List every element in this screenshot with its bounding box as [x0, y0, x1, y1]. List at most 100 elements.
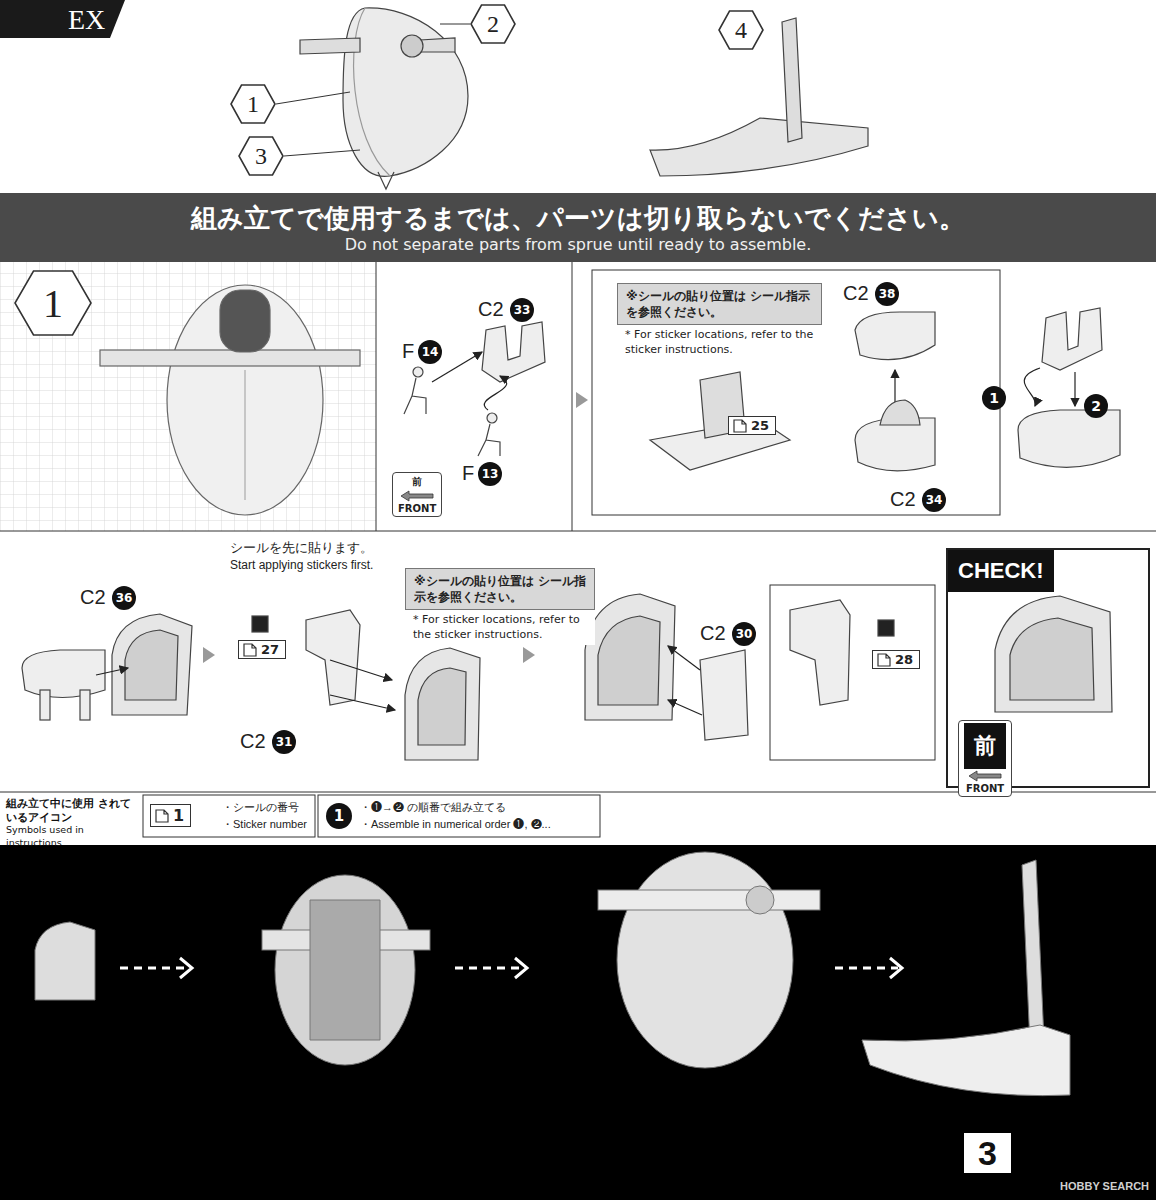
callout-number: 4 [735, 17, 747, 44]
note-text: ※シールの貼り位置は シール指示を参照ください。 [405, 568, 595, 610]
callout-number: 1 [247, 91, 259, 118]
part-code: C2 [478, 298, 504, 321]
callout-hexagon: 2 [470, 4, 516, 44]
header-tab [0, 0, 125, 38]
overview-sequence [617, 852, 793, 1068]
sticker-icon [244, 644, 256, 656]
canopy-parts [995, 596, 1112, 712]
overview-sequence [0, 845, 1156, 1200]
canopy-parts [585, 594, 675, 720]
panel-frame [592, 270, 1000, 515]
sticker-note: ※シールの貼り位置は シール指示を参照ください。* For sticker lo… [405, 568, 595, 645]
front-badge: 前FRONT [392, 472, 442, 517]
overview-sequence [890, 958, 902, 978]
cockpit-base-parts [855, 312, 935, 360]
canopy-parts [96, 668, 128, 675]
cockpit-base-parts [894, 370, 895, 405]
part-number: 31 [272, 730, 296, 754]
overview-sequence [515, 958, 527, 978]
sticker-number: 1 [173, 806, 184, 825]
banner-text: Do not separate parts from sprue until r… [345, 235, 812, 255]
sticker-icon [733, 419, 747, 433]
canopy-parts [306, 610, 360, 705]
seat-parts [404, 322, 545, 456]
overview-sequence [746, 886, 774, 914]
canopy-parts [598, 616, 660, 705]
ship-illustration [300, 8, 468, 189]
callout-hexagon: 1 [230, 84, 276, 124]
check-heading: CHECK! [948, 550, 1054, 592]
ship-illustration [378, 172, 394, 189]
legend-text: ・❶→❷ の順番で組み立てる [360, 801, 506, 814]
seat-parts [478, 424, 500, 456]
overview-sequence [862, 1025, 1070, 1096]
sticker-icon [734, 420, 746, 432]
overview-sequence [120, 958, 902, 978]
order-number: 1 [989, 390, 999, 406]
canopy-parts [1010, 618, 1094, 700]
panel-frame [0, 262, 1156, 837]
hexagon-outline [239, 137, 283, 175]
leader-line [276, 24, 470, 156]
step-arrow [576, 392, 588, 408]
cockpit-base-parts [1074, 372, 1075, 406]
watermark: HOBBY SEARCH [1060, 1180, 1149, 1193]
front-badge: 前FRONT [958, 720, 1012, 797]
ship-top-view [167, 285, 323, 515]
ship-top-view [100, 285, 360, 515]
legend-heading: 組み立て中に使用 されているアイコン [6, 797, 140, 824]
sticker-number-box: 28 [872, 650, 920, 669]
ship-illustration [300, 38, 360, 54]
check-panel: CHECK!前FRONT [946, 548, 1150, 788]
note-text: * For sticker locations, refer to the st… [405, 610, 595, 645]
sticker-number-box: 1 [150, 804, 191, 827]
part-number: 14 [418, 340, 442, 364]
overview-sequence [310, 900, 380, 1040]
part-code: C2 [890, 488, 916, 511]
header-code: EX [68, 4, 105, 36]
cockpit-base-parts [855, 418, 935, 471]
step-number: 1 [43, 280, 63, 327]
overview-sequence [0, 845, 1156, 1200]
sticker-icon [155, 809, 169, 823]
canopy-parts [330, 660, 392, 680]
canopy-parts [668, 700, 702, 715]
warning-banner: 組み立てで使用するまでは、パーツは切り取らないでください。Do not sepa… [0, 193, 1156, 262]
ship-top-view [100, 350, 360, 366]
overview-sequence [35, 922, 95, 1000]
sticker-number: 25 [751, 418, 769, 433]
part-number: 38 [875, 282, 899, 306]
hexagon-outline [15, 271, 91, 335]
front-label: 前 [964, 723, 1006, 769]
cockpit-base-parts [1042, 308, 1102, 370]
leader-line [284, 150, 360, 156]
overview-sequence [835, 967, 898, 970]
page-number: 3 [964, 1133, 1011, 1173]
order-circle: 1 [982, 386, 1006, 410]
legend-heading: Symbols used in instructions [6, 824, 140, 849]
front-arrow [969, 771, 1001, 781]
overview-sequence [180, 958, 192, 978]
step-arrow [203, 647, 215, 663]
canopy-parts [125, 630, 178, 700]
canopy-parts [700, 650, 748, 740]
sticker-number: 28 [895, 652, 913, 667]
legend-text: ・Sticker number [222, 818, 307, 831]
overview-sequence [598, 890, 820, 910]
front-label: FRONT [398, 503, 436, 514]
hexagon-outline [471, 5, 515, 43]
part-code: C2 [80, 586, 106, 609]
canopy-parts [405, 648, 480, 760]
seat-parts [482, 322, 545, 382]
step-arrow [523, 647, 535, 663]
canopy-parts [418, 668, 466, 745]
part-number: 30 [732, 622, 756, 646]
sticker-number-box: 25 [728, 416, 776, 435]
seat-parts [487, 413, 497, 423]
canopy-parts [668, 646, 700, 670]
overview-sequence [455, 967, 523, 970]
seat-parts [404, 378, 426, 414]
canopy-parts [22, 594, 1112, 760]
part-number: 36 [112, 586, 136, 610]
